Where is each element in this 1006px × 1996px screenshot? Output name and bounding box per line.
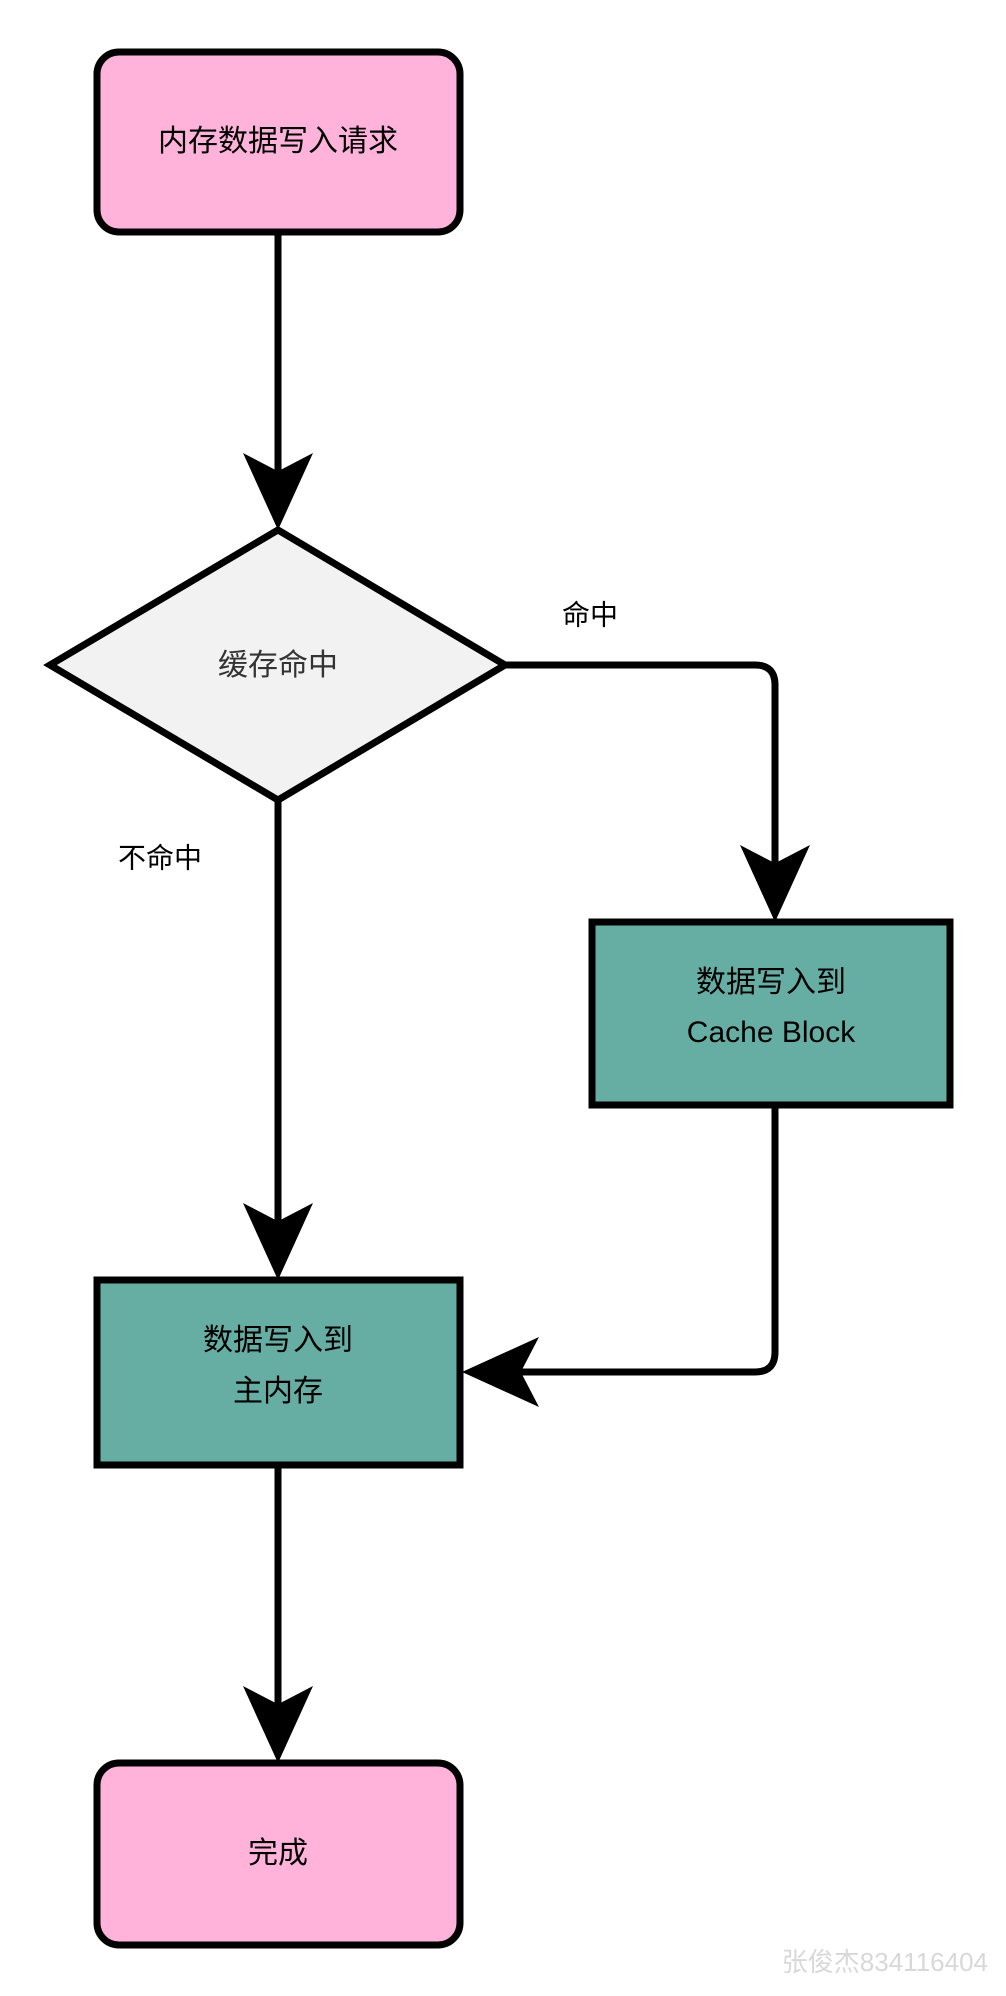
node-end-shape: [93, 1759, 464, 1949]
edge-decision-to-cache: [505, 661, 810, 922]
edge-label-hit: 命中: [562, 599, 618, 630]
node-write-cache-shape: [588, 918, 954, 1109]
node-write-memory[interactable]: 数据写入到 主内存: [93, 1276, 464, 1469]
node-write-memory-shape: [93, 1276, 464, 1469]
edge-cache-to-memory: [462, 1105, 779, 1407]
node-start-label: 内存数据写入请求: [158, 125, 398, 158]
node-write-cache-label-line2: Cache Block: [687, 1016, 856, 1049]
node-end[interactable]: 完成: [93, 1759, 464, 1949]
edge-label-miss: 不命中: [118, 842, 202, 873]
node-decision[interactable]: 缓存命中: [43, 525, 512, 805]
node-write-cache-label-line1: 数据写入到: [696, 966, 846, 999]
watermark-label: 张俊杰834116404: [782, 1947, 988, 1977]
node-start-shape: [93, 48, 464, 236]
node-write-memory-label-line2: 主内存: [233, 1375, 323, 1408]
node-decision-label: 缓存命中: [218, 649, 338, 682]
node-start[interactable]: 内存数据写入请求: [93, 48, 464, 236]
node-end-label: 完成: [248, 1837, 308, 1870]
node-write-cache[interactable]: 数据写入到 Cache Block: [588, 918, 954, 1109]
node-write-memory-label-line1: 数据写入到: [203, 1324, 353, 1357]
node-decision-shape: [43, 525, 512, 805]
